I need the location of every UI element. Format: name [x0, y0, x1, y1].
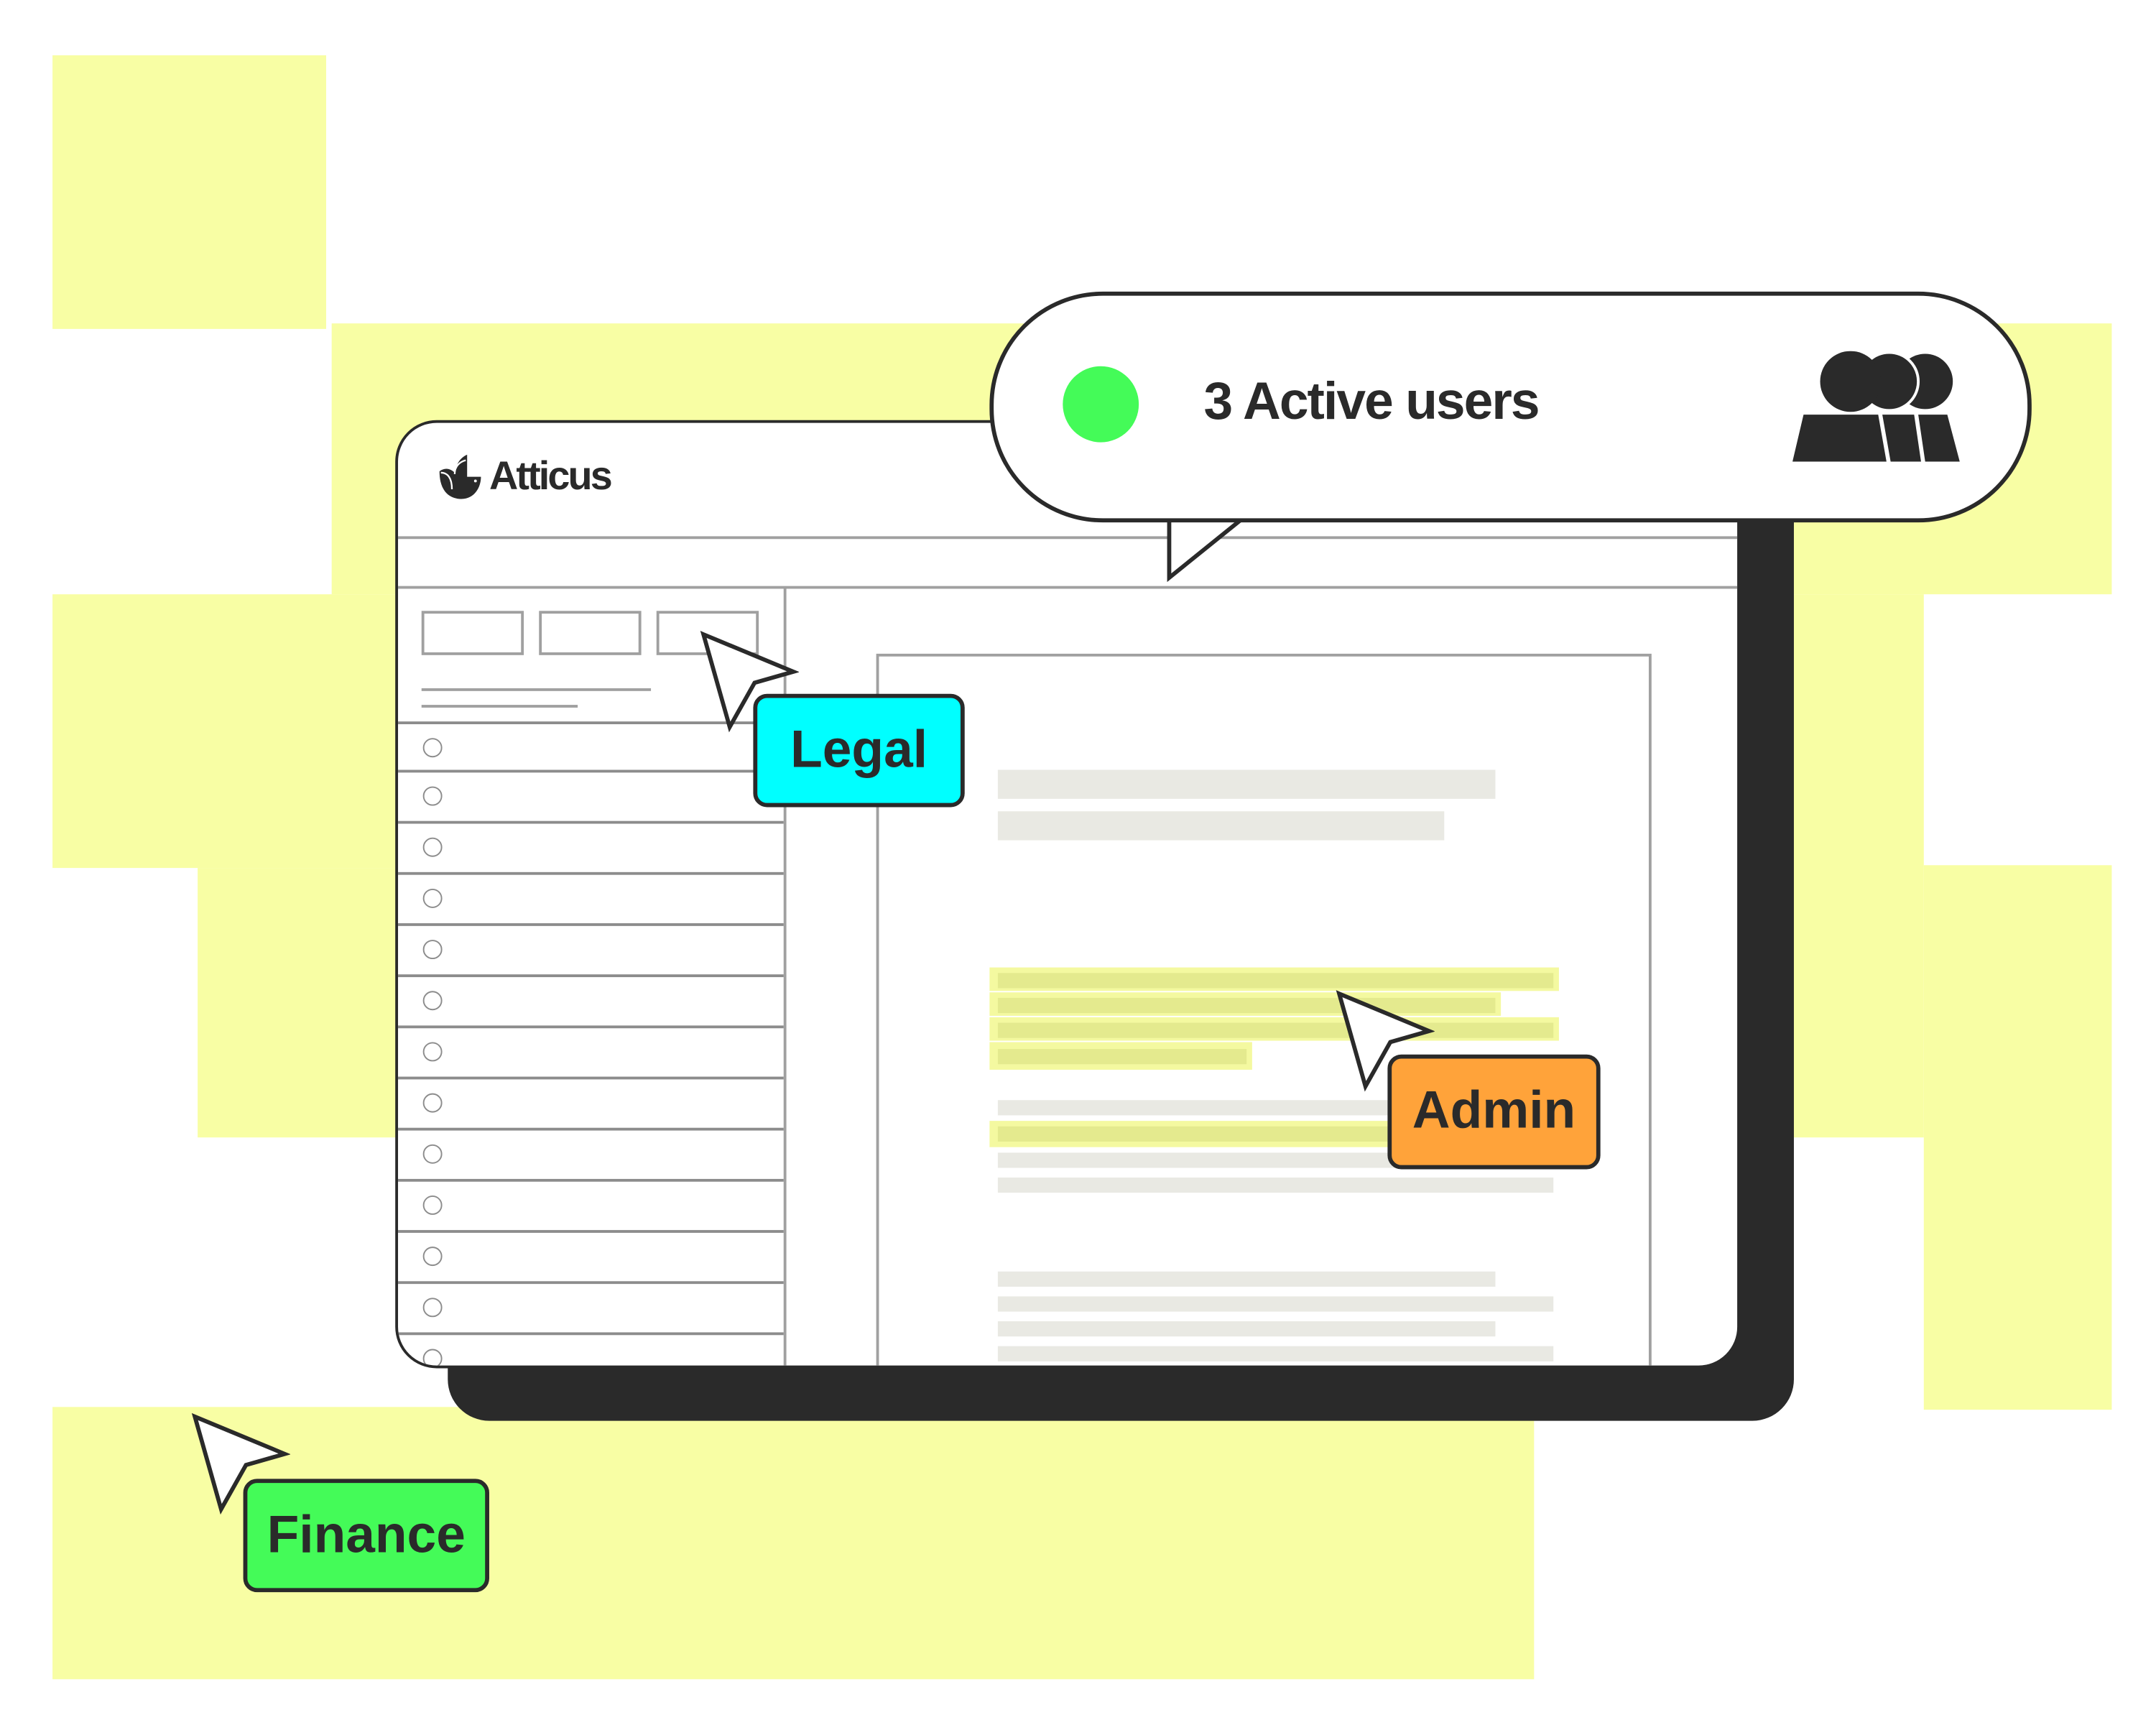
radio-icon[interactable] — [422, 940, 443, 960]
list-item[interactable] — [398, 1079, 784, 1131]
divider — [398, 536, 1738, 540]
bird-logo-icon — [439, 454, 481, 499]
sidebar-tab[interactable] — [539, 611, 642, 655]
bg-block — [52, 594, 412, 869]
app-logo: Atticus — [437, 453, 613, 500]
divider — [398, 586, 1738, 589]
active-users-count: 3 Active users — [1203, 373, 1540, 432]
radio-icon[interactable] — [422, 837, 443, 857]
list-item[interactable] — [398, 977, 784, 1029]
online-status-dot — [1063, 366, 1139, 443]
bg-block — [1923, 865, 2112, 1410]
radio-icon[interactable] — [422, 1093, 443, 1113]
list-item[interactable] — [398, 1182, 784, 1233]
radio-icon[interactable] — [422, 786, 443, 806]
text-line — [997, 1296, 1554, 1312]
list-item[interactable] — [398, 1131, 784, 1182]
cursor-arrow-icon — [191, 1412, 290, 1515]
radio-icon[interactable] — [422, 1298, 443, 1318]
text-line — [997, 1346, 1554, 1361]
bg-block — [52, 55, 326, 329]
text-line — [997, 1271, 1496, 1287]
bg-block — [198, 868, 412, 1138]
users-group-icon — [1792, 351, 1960, 462]
list-item[interactable] — [398, 1233, 784, 1285]
radio-icon[interactable] — [422, 991, 443, 1011]
text-line — [997, 1100, 1496, 1116]
radio-icon[interactable] — [422, 738, 443, 758]
highlighted-line — [997, 973, 1554, 989]
sidebar-tab[interactable] — [421, 611, 524, 655]
active-users-bubble: 3 Active users — [989, 291, 2032, 523]
list-item[interactable] — [398, 1284, 784, 1336]
bg-block — [1782, 594, 1924, 1138]
text-line — [997, 769, 1496, 799]
app-window: Atticus — [395, 420, 1740, 1369]
text-line — [997, 1177, 1554, 1193]
app-name: Atticus — [489, 453, 613, 499]
list-item[interactable] — [398, 824, 784, 875]
radio-icon[interactable] — [422, 1349, 443, 1366]
cursor-label-finance: Finance — [243, 1479, 489, 1593]
list-item[interactable] — [398, 1028, 784, 1080]
bubble-tail — [1167, 512, 1249, 583]
radio-icon[interactable] — [422, 1247, 443, 1267]
list-item[interactable] — [398, 875, 784, 926]
list-item[interactable] — [398, 772, 784, 824]
sidebar — [398, 588, 787, 1366]
radio-icon[interactable] — [422, 1042, 443, 1062]
cursor-label-legal: Legal — [753, 693, 965, 808]
text-line — [997, 811, 1445, 841]
list-item[interactable] — [398, 926, 784, 978]
cursor-arrow-icon — [700, 631, 799, 733]
document-page — [876, 653, 1652, 1366]
list-item[interactable] — [398, 1335, 784, 1366]
text-line — [421, 688, 652, 691]
text-line — [421, 705, 578, 708]
cursor-label-admin: Admin — [1387, 1054, 1601, 1170]
highlighted-line — [997, 1126, 1399, 1142]
radio-icon[interactable] — [422, 1144, 443, 1164]
list-item[interactable] — [398, 721, 784, 773]
cursor-arrow-icon — [1336, 990, 1435, 1092]
radio-icon[interactable] — [422, 888, 443, 908]
text-line — [997, 1321, 1496, 1337]
highlighted-line — [997, 1049, 1247, 1065]
radio-icon[interactable] — [422, 1196, 443, 1215]
